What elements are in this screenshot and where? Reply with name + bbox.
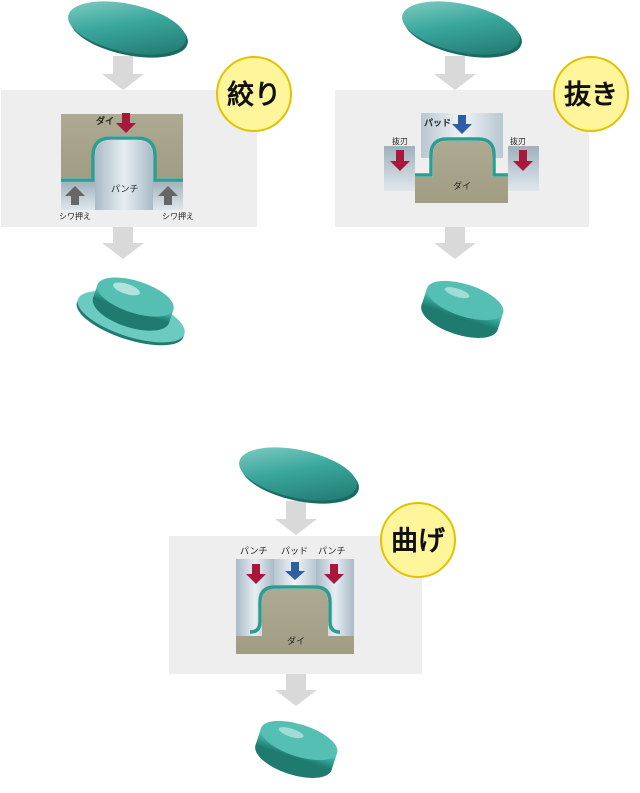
press-arrow-down (116, 113, 136, 133)
flow-arrows (102, 56, 476, 706)
blanked-part (421, 280, 504, 338)
blank-sheet-blanking (402, 1, 522, 58)
punch-left-label: パンチ (240, 546, 267, 557)
drawn-part (76, 277, 185, 346)
flow-arrow-down (275, 672, 317, 706)
blank-holder-right-label: シワ押え (162, 211, 194, 221)
flow-arrow-down (434, 56, 476, 90)
blank-sheet-drawing (68, 1, 188, 58)
flow-arrow-down (102, 56, 144, 90)
die (415, 141, 508, 203)
pad-label: パッド (281, 546, 308, 557)
press-arrow-down (324, 564, 344, 584)
press-arrow-down (285, 562, 305, 580)
formed-sheet (61, 136, 183, 182)
cutter-right-label: 抜刃 (510, 136, 526, 146)
process-badge: 曲げ (380, 502, 456, 578)
bent-part (255, 720, 338, 778)
formed-sheet (249, 585, 341, 634)
blanking-process: パッド 抜刃 抜刃 ダイ 抜き (335, 56, 629, 227)
punch-right-label: パンチ (318, 546, 345, 557)
press-arrow-down (390, 150, 410, 171)
badge-label: 曲げ (391, 526, 446, 557)
pad-label: パッド (424, 117, 451, 129)
process-badge: 抜き (553, 56, 629, 132)
press-arrow-down (513, 150, 533, 171)
die-label: ダイ (96, 115, 114, 127)
flow-arrow-down (102, 225, 144, 259)
badge-label: 絞り (227, 79, 281, 111)
process-badge: 絞り (216, 56, 292, 132)
die (236, 589, 354, 654)
press-arrow-down (452, 115, 472, 134)
press-arrow-down (246, 564, 266, 584)
drawing-process: ダイ パンチ シワ押え シワ押え 絞り (1, 56, 292, 227)
punch-label: パンチ (111, 184, 138, 195)
blank-sheet-bending (239, 447, 359, 504)
badge-label: 抜き (564, 80, 618, 111)
die-label: ダイ (453, 180, 471, 192)
flow-arrow-down (275, 501, 317, 535)
cutter-left-label: 抜刃 (392, 136, 408, 146)
support-arrow-up (65, 186, 85, 205)
flow-arrow-down (434, 225, 476, 259)
punch (95, 140, 153, 210)
blank-holder-left-label: シワ押え (59, 211, 91, 221)
support-arrow-up (158, 186, 178, 205)
bending-process: パンチ パッド パンチ ダイ 曲げ (169, 502, 456, 674)
formed-sheet (415, 137, 508, 177)
die-label: ダイ (287, 635, 305, 647)
